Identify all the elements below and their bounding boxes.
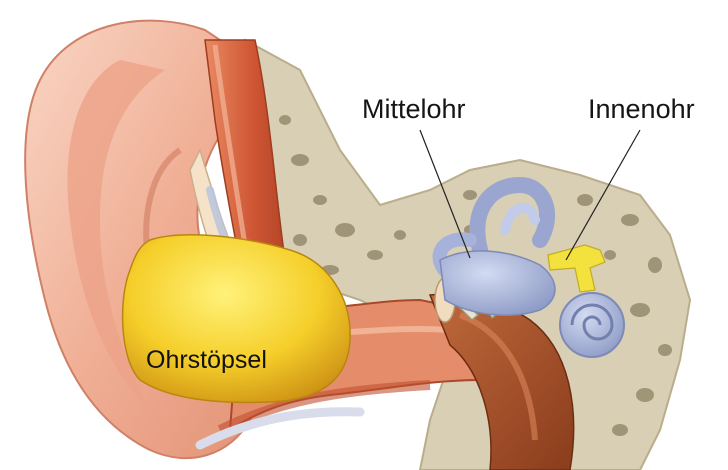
label-inner-ear: Innenohr bbox=[588, 96, 695, 123]
label-middle-ear: Mittelohr bbox=[362, 96, 466, 123]
cochlea bbox=[560, 293, 624, 357]
label-earplug: Ohrstöpsel bbox=[146, 348, 267, 373]
